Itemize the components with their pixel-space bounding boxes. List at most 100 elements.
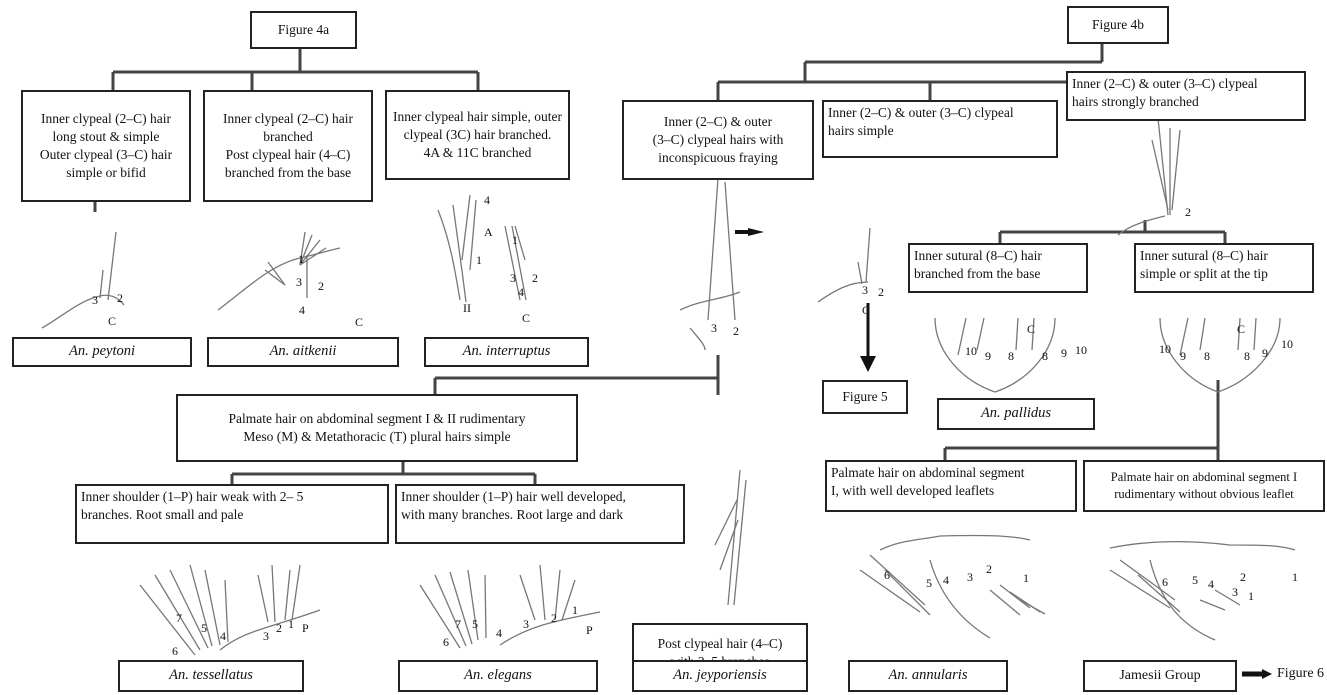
annularis-label: 4 [943, 573, 949, 587]
simple-label: 3 [862, 283, 868, 297]
aitkenii-label: 1 [298, 252, 304, 266]
box-4b-palmate-rudimentary-line-2: Meso (M) & Metathoracic (T) plural hairs… [243, 429, 511, 444]
box-4b-shoulder-well-line-2: with many branches. Root large and dark [401, 507, 624, 523]
elegans-label: 2 [551, 611, 557, 625]
interruptus-label: 4 [484, 193, 490, 207]
sutural-right-label: 9 [1262, 346, 1268, 360]
tessellatus-label: P [302, 621, 309, 635]
peytoni-label: 3 [92, 293, 98, 307]
elegans-label: 6 [443, 635, 449, 649]
box-4b-palmate-no-leaflet-line-2: rudimentary without obvious leaflet [1114, 487, 1294, 501]
species-pallidus: An. pallidus [937, 398, 1095, 430]
sutural-left-label: 10 [1075, 343, 1087, 357]
elegans-label: P [586, 623, 593, 637]
aitkenii-label: 2 [318, 279, 324, 293]
box-4b-palmate-no-leaflet-line-1: Palmate hair on abdominal segment I [1110, 470, 1298, 485]
interruptus-label: 2 [532, 271, 538, 285]
fraying-label: 3 [711, 321, 717, 335]
species-annularis: An. annularis [848, 660, 1008, 692]
box-4b-shoulder-weak: Inner shoulder (1–P) hair weak with 2– 5… [75, 484, 389, 544]
box-4a-clypeal-branched-line-1: Inner clypeal (2–C) hair [222, 110, 354, 126]
interruptus-label: 1 [512, 233, 518, 247]
sutural-right-label: 9 [1180, 349, 1186, 363]
box-4b-fraying: Inner (2–C) & outer (3–C) clypeal hairs … [622, 100, 814, 180]
sutural-left-label: 10 [965, 344, 977, 358]
box-4a-outer-branched-line-1: Inner clypeal hair simple, outer [392, 108, 563, 124]
sutural-left-label: 9 [985, 349, 991, 363]
box-4a-clypeal-simple-line-4: simple or bifid [66, 165, 146, 181]
sutural-right-label: 10 [1281, 337, 1293, 351]
annularis-label: 1 [1023, 571, 1029, 585]
jamesii-label: 2 [1240, 570, 1246, 584]
species-elegans: An. elegans [398, 660, 598, 692]
box-4b-palmate-leaflets: Palmate hair on abdominal segment I, wit… [825, 460, 1077, 512]
box-4b-sutural-base-line-2: branched from the base [914, 266, 1041, 282]
annularis-label: 2 [986, 562, 992, 576]
box-4b-palmate-leaflets-line-1: Palmate hair on abdominal segment [831, 465, 1025, 480]
simple-label: 2 [878, 285, 884, 299]
box-4b-sutural-base: Inner sutural (8–C) hair branched from t… [908, 243, 1088, 293]
box-4b-palmate-rudimentary: Palmate hair on abdominal segment I & II… [176, 394, 578, 462]
sutural-right-label: 8 [1244, 349, 1250, 363]
interruptus-label: 1 [476, 253, 482, 267]
tessellatus-label: 1 [288, 617, 294, 631]
species-jamesii-group: Jamesii Group [1083, 660, 1237, 692]
box-4b-fraying-line-2: (3–C) clypeal hairs with [652, 131, 784, 147]
aitkenii-label: 3 [296, 275, 302, 289]
box-4b-fraying-line-3: inconspicuous fraying [658, 150, 778, 166]
box-4b-shoulder-weak-line-1: Inner shoulder (1–P) hair weak with 2– 5 [81, 489, 304, 504]
jamesii-label: 1 [1292, 570, 1298, 584]
box-4b-simple-line-2: hairs simple [828, 123, 894, 139]
sutural-right-label: C [1237, 322, 1246, 336]
box-4a-outer-branched-line-3: 4A & 11C branched [423, 145, 532, 161]
species-tessellatus: An. tessellatus [118, 660, 304, 692]
box-4b-postclypeal-line-1: Post clypeal hair (4–C) [657, 635, 783, 651]
annularis-label: 5 [926, 576, 932, 590]
figure-4a-title: Figure 4a [250, 11, 357, 49]
box-4b-branched: Inner (2–C) & outer (3–C) clypeal hairs … [1066, 71, 1306, 121]
box-4b-shoulder-weak-line-2: branches. Root small and pale [81, 507, 244, 523]
sutural-left-label: 8 [1008, 349, 1014, 363]
jamesii-label: 5 [1192, 573, 1198, 587]
box-4b-shoulder-well: Inner shoulder (1–P) hair well developed… [395, 484, 685, 544]
interruptus-label: 4 [518, 285, 524, 299]
sutural-left-label: C [1027, 322, 1036, 336]
box-4b-simple-line-1: Inner (2–C) & outer (3–C) clypeal [828, 105, 1014, 120]
annularis-label: 6 [884, 568, 890, 582]
sutural-left-label: 8 [1042, 349, 1048, 363]
aitkenii-label: C [355, 315, 364, 329]
elegans-label: 1 [572, 603, 578, 617]
jamesii-label: 6 [1162, 575, 1168, 589]
box-4a-clypeal-simple-line-3: Outer clypeal (3–C) hair [39, 147, 173, 162]
annularis-label: 3 [967, 570, 973, 584]
box-4b-sutural-tip-line-2: simple or split at the tip [1140, 266, 1268, 282]
species-peytoni: An. peytoni [12, 337, 192, 367]
box-4a-outer-branched: Inner clypeal hair simple, outer clypeal… [385, 90, 570, 180]
species-interruptus: An. interruptus [424, 337, 589, 367]
peytoni-label: C [108, 314, 117, 328]
box-4a-clypeal-simple-line-2: long stout & simple [52, 128, 160, 144]
box-4a-clypeal-branched: Inner clypeal (2–C) hair branched Post c… [203, 90, 373, 202]
box-4a-clypeal-simple-line-1: Inner clypeal (2–C) hair [40, 110, 172, 126]
tessellatus-label: 6 [172, 644, 178, 658]
species-jeyporiensis: An. jeyporiensis [632, 660, 808, 692]
tessellatus-label: 4 [220, 629, 226, 643]
jamesii-label: 3 [1232, 585, 1238, 599]
box-4b-sutural-tip-line-1: Inner sutural (8–C) hair [1140, 248, 1268, 263]
jamesii-label: 1 [1248, 589, 1254, 603]
jamesii-label: 4 [1208, 577, 1214, 591]
box-4a-clypeal-simple: Inner clypeal (2–C) hair long stout & si… [21, 90, 191, 202]
elegans-label: 3 [523, 617, 529, 631]
aitkenii-label: 4 [299, 303, 305, 317]
box-4b-branched-line-1: Inner (2–C) & outer (3–C) clypeal [1072, 76, 1258, 91]
sutural-left-label: 9 [1061, 346, 1067, 360]
box-4b-sutural-base-line-1: Inner sutural (8–C) hair [914, 248, 1042, 263]
box-4b-palmate-no-leaflet: Palmate hair on abdominal segment I rudi… [1083, 460, 1325, 512]
interruptus-label: 3 [510, 271, 516, 285]
box-4b-sutural-tip: Inner sutural (8–C) hair simple or split… [1134, 243, 1314, 293]
peytoni-label: 2 [117, 291, 123, 305]
interruptus-label: II [463, 301, 471, 315]
box-4b-palmate-leaflets-line-2: I, with well developed leaflets [831, 483, 995, 499]
elegans-label: 4 [496, 626, 502, 640]
box-4a-clypeal-branched-line-2: branched [263, 128, 313, 144]
